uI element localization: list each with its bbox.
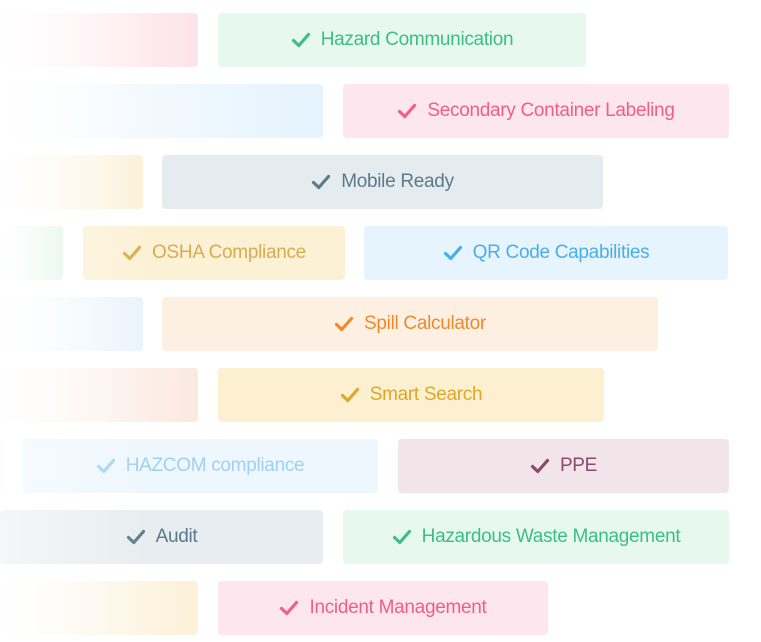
ghost-pill: [0, 581, 198, 635]
checkmark-icon: [340, 385, 360, 405]
tag-label: Hazard Communication: [320, 29, 514, 50]
tag-hazardous-waste-management[interactable]: Hazardous Waste Management: [343, 510, 729, 564]
tag-label: OSHA Compliance: [152, 242, 306, 263]
checkmark-icon: [530, 456, 550, 476]
ghost-pill: [0, 368, 198, 422]
ghost-pill: [0, 84, 323, 138]
tag-label: QR Code Capabilities: [472, 242, 650, 263]
ghost-pill: [0, 13, 198, 67]
checkmark-icon: [397, 101, 417, 121]
checkmark-icon: [443, 243, 463, 263]
tag-label: Audit: [155, 526, 198, 547]
tag-secondary-container-labeling[interactable]: Secondary Container Labeling: [343, 84, 729, 138]
ghost-pill: [0, 297, 143, 351]
tag-label: Mobile Ready: [341, 171, 454, 192]
tag-mobile-ready[interactable]: Mobile Ready: [162, 155, 603, 209]
checkmark-icon: [311, 172, 331, 192]
tag-label: Incident Management: [309, 597, 487, 618]
tag-audit[interactable]: Audit: [0, 510, 323, 564]
tag-ppe[interactable]: PPE: [398, 439, 729, 493]
ghost-pill: [0, 155, 143, 209]
tag-qr-code-capabilities[interactable]: QR Code Capabilities: [364, 226, 728, 280]
tag-label: HAZCOM compliance: [125, 455, 305, 476]
tag-hazcom-compliance[interactable]: HAZCOM compliance: [22, 439, 378, 493]
tag-label: Hazardous Waste Management: [421, 526, 681, 547]
tag-label: PPE: [559, 455, 598, 476]
ghost-pill: [0, 226, 63, 280]
tag-smart-search[interactable]: Smart Search: [218, 368, 604, 422]
ghost-pill: [0, 439, 2, 493]
checkmark-icon: [126, 527, 146, 547]
checkmark-icon: [122, 243, 142, 263]
checkmark-icon: [392, 527, 412, 547]
tag-osha-compliance[interactable]: OSHA Compliance: [83, 226, 345, 280]
tag-label: Spill Calculator: [364, 313, 486, 334]
checkmark-icon: [279, 598, 299, 618]
tag-spill-calculator[interactable]: Spill Calculator: [162, 297, 658, 351]
checkmark-icon: [334, 314, 354, 334]
tag-label: Smart Search: [369, 384, 483, 405]
checkmark-icon: [96, 456, 116, 476]
tag-incident-management[interactable]: Incident Management: [218, 581, 548, 635]
tag-hazard-communication[interactable]: Hazard Communication: [218, 13, 586, 67]
checkmark-icon: [291, 30, 311, 50]
tag-label: Secondary Container Labeling: [427, 100, 675, 121]
